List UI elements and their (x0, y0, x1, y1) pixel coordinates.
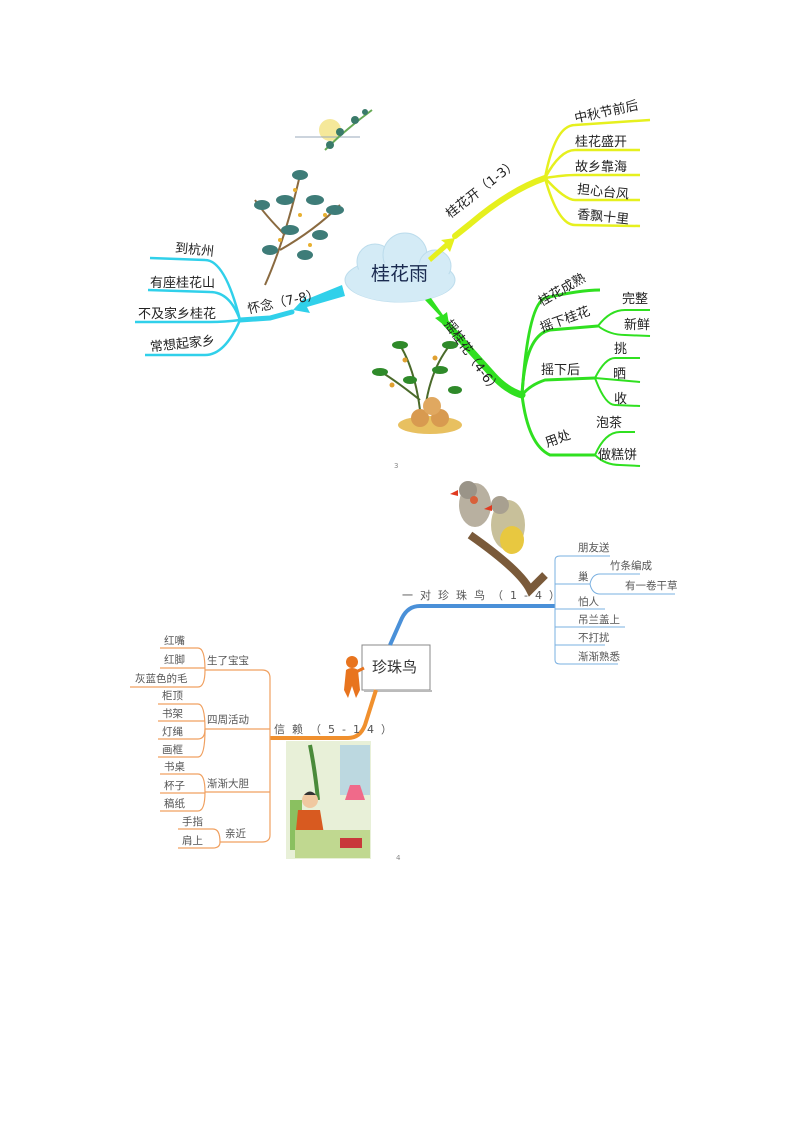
leaf: 收 (614, 392, 628, 407)
page-number: 3 (394, 462, 399, 470)
leaf: 柜顶 (162, 690, 183, 702)
leaf: 竹条编成 (610, 560, 652, 572)
page-number: 4 (396, 854, 401, 862)
leaf: 画框 (162, 744, 183, 756)
leaf: 灰蓝色的毛 (135, 673, 188, 685)
sub-branch: 摇下后 (541, 363, 581, 378)
leaf: 完整 (622, 292, 649, 307)
leaf: 有一卷干草 (625, 580, 678, 592)
central-cloud (344, 232, 456, 303)
leaf: 朋友送 (578, 542, 610, 554)
moon-osmanthus-illustration (295, 109, 373, 151)
leaf: 不打扰 (578, 632, 610, 644)
sub-branch: 亲近 (225, 828, 246, 840)
leaf: 吊兰盖上 (578, 614, 620, 626)
leaf: 不及家乡桂花 (138, 307, 217, 322)
leaf: 故乡靠海 (575, 160, 628, 175)
leaf: 做糕饼 (598, 448, 638, 463)
leaf: 怕人 (578, 596, 599, 608)
leaf: 泡茶 (596, 416, 623, 431)
man-at-desk-illustration (286, 741, 371, 859)
leaf: 到杭州 (174, 241, 215, 260)
central-topic: 珍珠鸟 (372, 658, 418, 676)
leaf: 渐渐熟悉 (578, 651, 620, 663)
leaf: 挑 (614, 342, 628, 357)
leaf: 新鲜 (624, 318, 651, 333)
leaf: 手指 (182, 816, 203, 828)
mooncake-plant-illustration (372, 341, 462, 434)
branch-label-yiduizhenzhuniao: 一对珍珠鸟（1-4） (402, 589, 567, 602)
osmanthus-tree-illustration (254, 170, 344, 286)
presenter-figure-icon (344, 656, 365, 698)
leaf: 灯绳 (162, 726, 183, 738)
leaf: 书架 (162, 708, 183, 720)
leaf: 杯子 (164, 780, 185, 792)
sub-branch: 渐渐大胆 (207, 778, 249, 790)
leaf: 稿纸 (164, 798, 185, 810)
leaf: 晒 (613, 367, 627, 382)
branch-label-xinlai: 信赖（5-14） (274, 723, 399, 736)
leaf: 红脚 (164, 654, 185, 666)
sub-branch: 四周活动 (207, 714, 249, 726)
leaf: 红嘴 (164, 635, 185, 647)
sub-branch: 生了宝宝 (207, 655, 249, 667)
leaf: 桂花盛开 (575, 135, 628, 150)
central-topic: 桂花雨 (371, 263, 429, 285)
leaf: 有座桂花山 (150, 276, 216, 291)
leaf: 巢 (578, 571, 589, 583)
zebra-finch-illustration (450, 481, 548, 597)
leaf: 书桌 (164, 761, 185, 773)
leaf: 肩上 (182, 835, 203, 847)
